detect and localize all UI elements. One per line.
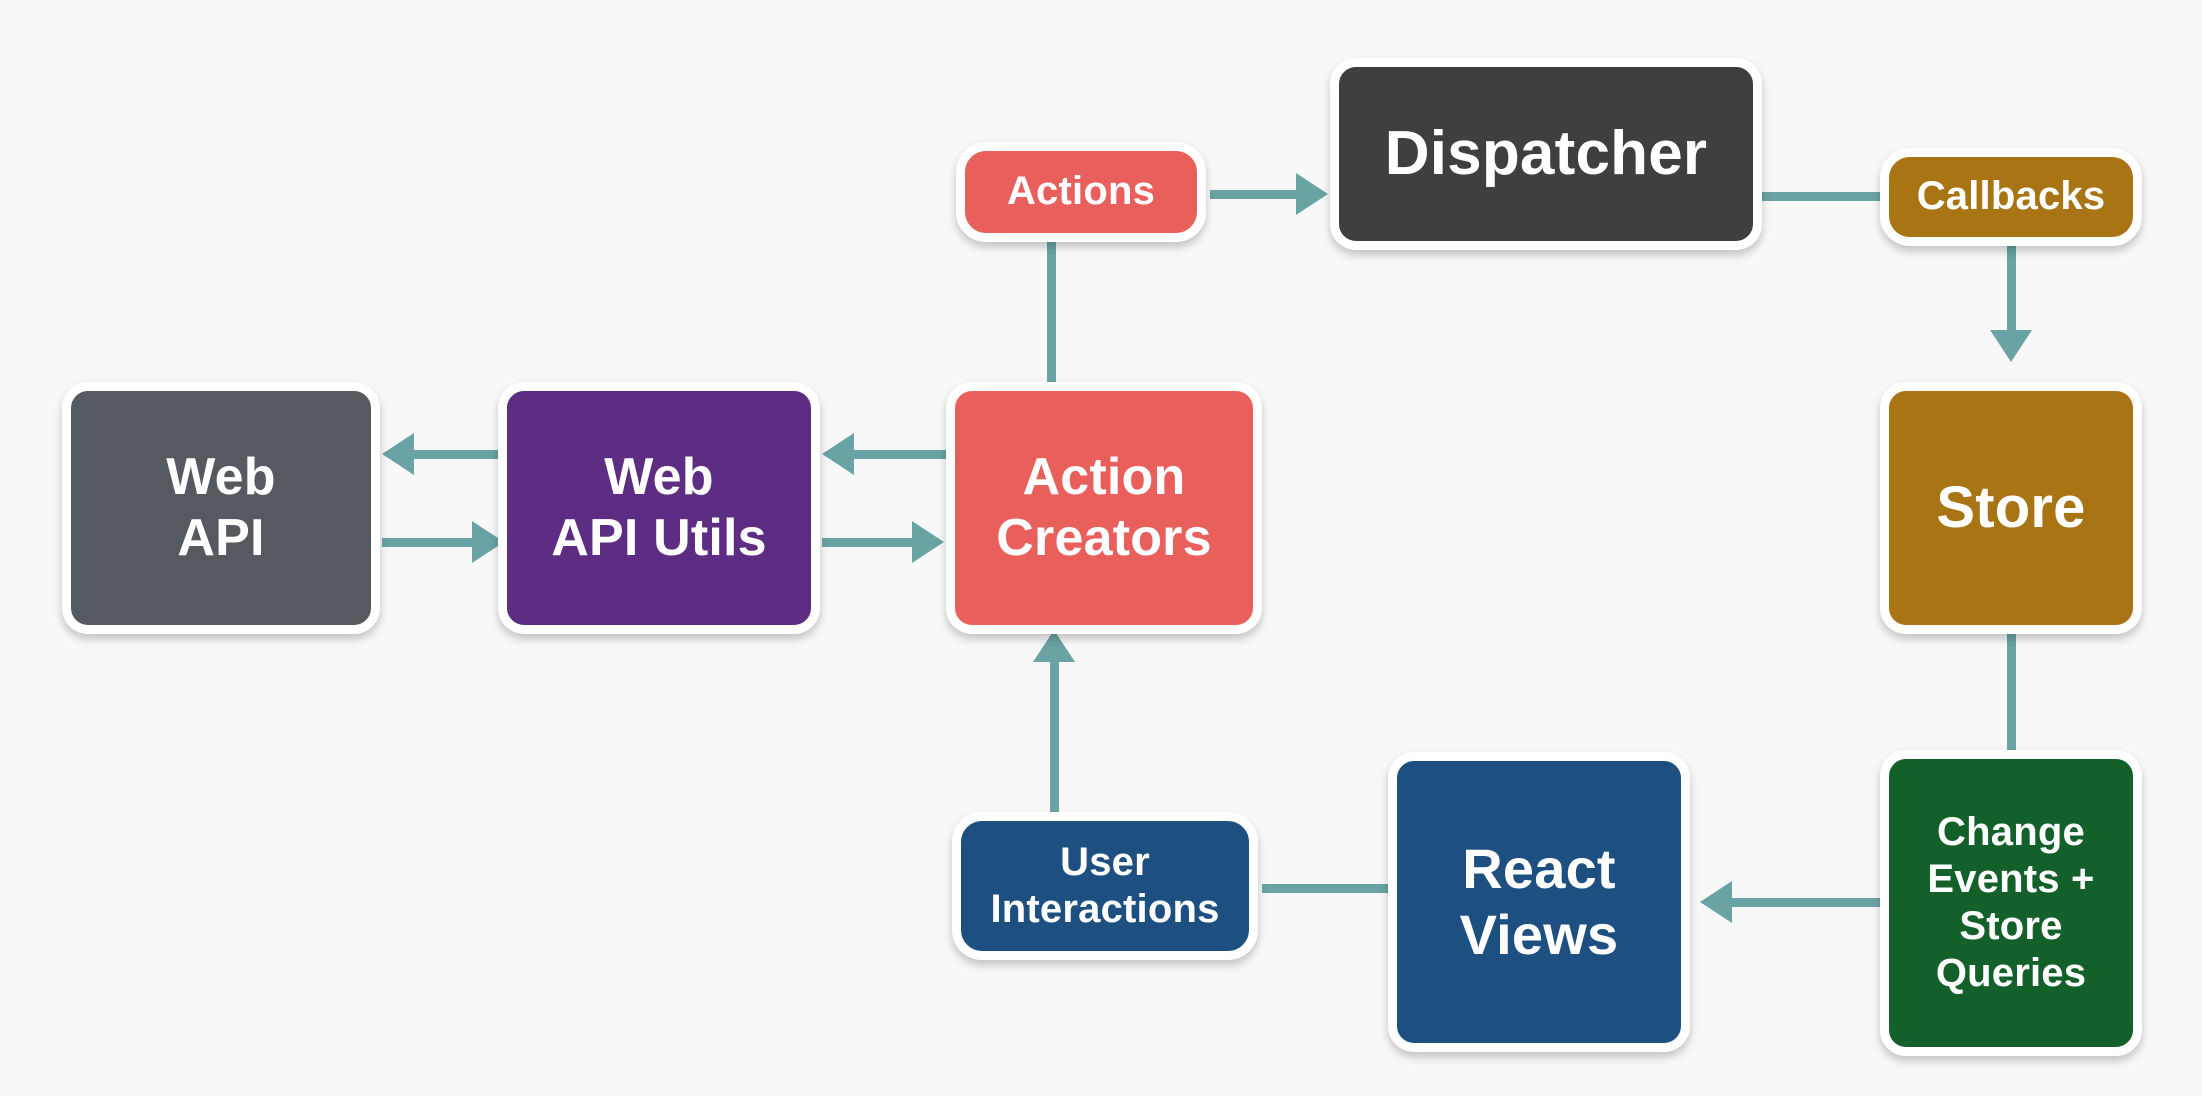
edge-action-creators-to-actions <box>1047 240 1056 386</box>
arrowhead-action-creators-to-web-api-utils <box>822 433 854 475</box>
node-dispatcher[interactable]: Dispatcher <box>1330 58 1762 250</box>
edge-callbacks-to-store <box>2007 246 2016 340</box>
edge-change-events-to-react-views <box>1722 898 1884 907</box>
node-store-label: Store <box>1936 474 2086 540</box>
arrowhead-user-interactions-to-action-creators <box>1033 630 1075 662</box>
arrowhead-web-api-utils-to-action-creators <box>912 521 944 563</box>
arrowhead-change-events-to-react-views <box>1700 881 1732 923</box>
edge-react-views-to-user-interactions <box>1262 884 1392 893</box>
edge-actions-to-dispatcher <box>1210 190 1308 199</box>
node-callbacks[interactable]: Callbacks <box>1880 148 2142 246</box>
edge-action-creators-to-web-api-utils <box>852 450 950 459</box>
edge-dispatcher-to-callbacks <box>1762 192 1884 201</box>
edge-user-interactions-to-action-creators <box>1050 660 1059 816</box>
node-store[interactable]: Store <box>1880 382 2142 634</box>
node-actions-label: Actions <box>1006 169 1156 214</box>
edge-store-to-change-events <box>2007 630 2016 754</box>
edge-web-api-utils-to-web-api <box>410 450 508 459</box>
arrowhead-web-api-utils-to-web-api <box>382 433 414 475</box>
edge-web-api-utils-to-action-creators <box>822 538 920 547</box>
arrowhead-actions-to-dispatcher <box>1296 173 1328 215</box>
arrowhead-callbacks-to-store <box>1990 330 2032 362</box>
node-callbacks-label: Callbacks <box>1916 174 2106 219</box>
node-actions[interactable]: Actions <box>956 142 1206 242</box>
edge-web-api-to-web-api-utils <box>382 538 480 547</box>
node-dispatcher-label: Dispatcher <box>1384 119 1708 189</box>
